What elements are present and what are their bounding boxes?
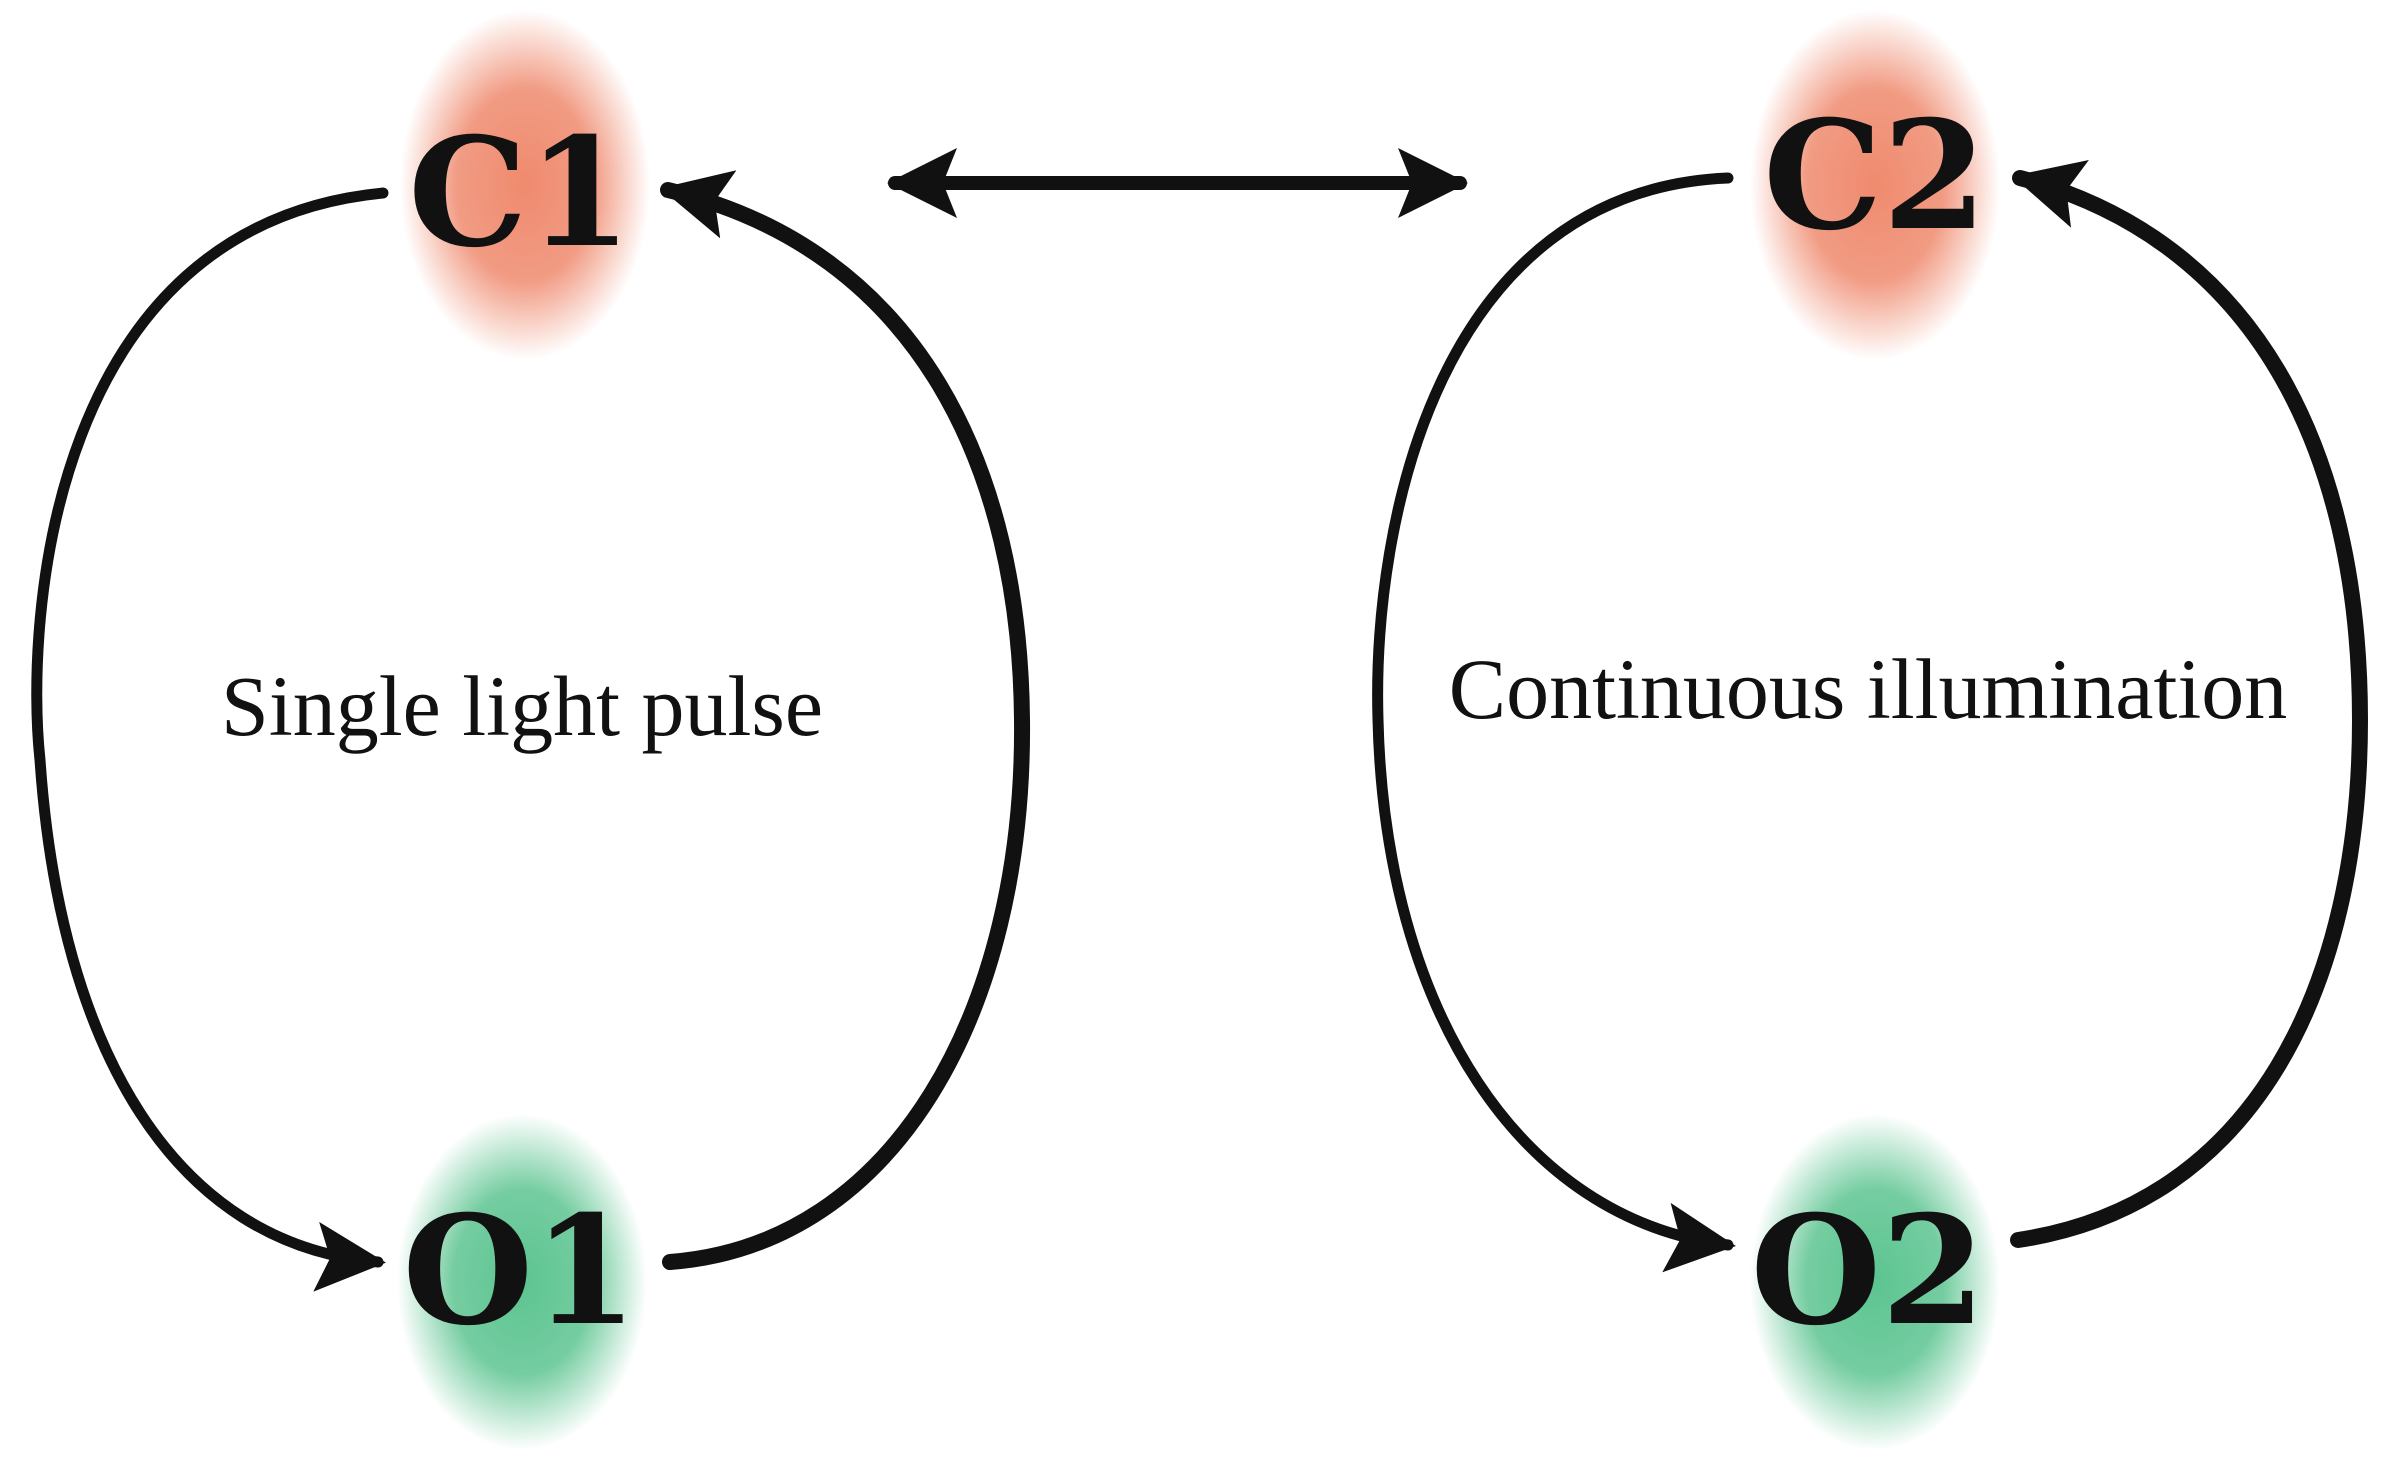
o2-label: O2 — [1750, 1183, 1985, 1359]
o2-glow — [1750, 1114, 2000, 1450]
o1-label: O1 — [402, 1183, 637, 1359]
c2-to-o2-arrow — [1372, 172, 1736, 1273]
left-cycle-label: Single light pulse — [221, 658, 823, 754]
o1-to-c1-arrow — [660, 170, 1031, 1270]
right-cycle-label: Continuous illumination — [1449, 641, 2288, 737]
c1-glow — [400, 10, 650, 360]
c1-label: C1 — [408, 105, 632, 281]
o2-to-c2-arrow — [2010, 160, 2369, 1248]
c2-label: C2 — [1763, 88, 1987, 264]
c2-glow — [1750, 10, 2000, 360]
c1-to-o1-arrow — [31, 187, 389, 1292]
o1-glow — [397, 1114, 647, 1450]
